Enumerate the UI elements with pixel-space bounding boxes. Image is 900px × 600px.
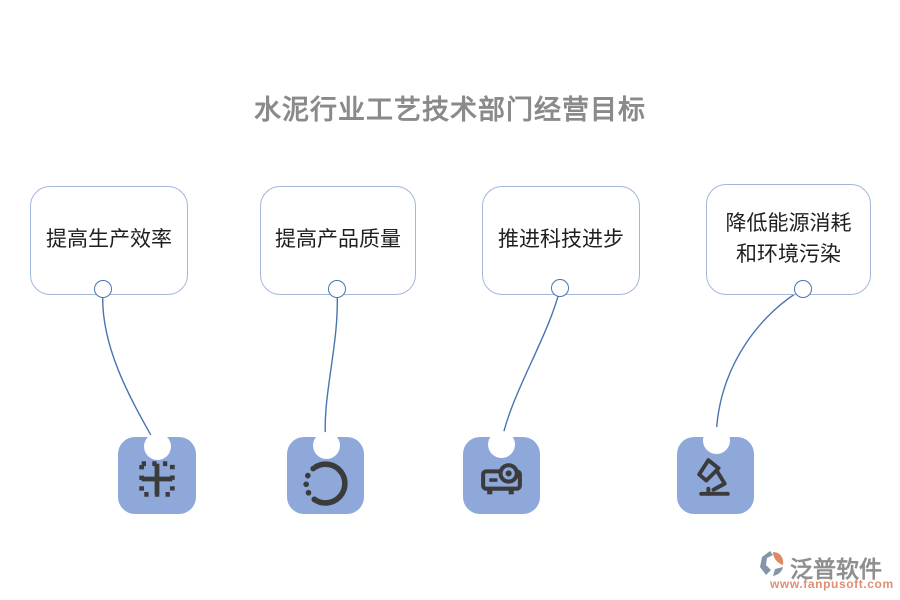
goal-box-improve-production-efficiency: 提高生产效率 — [30, 186, 188, 295]
connector-port-1 — [94, 280, 112, 298]
progress-circle-icon — [303, 461, 348, 506]
connector-anchor-dot — [702, 426, 730, 454]
connector-4 — [715, 288, 804, 442]
brand-name: 泛普软件 — [790, 556, 882, 582]
goal-box-advance-technology: 推进科技进步 — [482, 186, 640, 295]
goal-icon-tile-2 — [287, 431, 364, 514]
connector-anchor-dot — [312, 431, 340, 459]
desk-lamp-icon — [697, 458, 730, 496]
brand-url: www.fanpusoft.com — [770, 577, 894, 591]
goal-label: 推进科技进步 — [498, 228, 624, 252]
goal-box-improve-product-quality: 提高产品质量 — [260, 186, 416, 295]
connector-port-2 — [328, 280, 346, 298]
goal-icon-tile-1 — [118, 432, 196, 514]
goal-label-line2: 和环境污染 — [736, 242, 841, 266]
goal-icon-tile-3 — [463, 430, 540, 514]
projector-icon — [481, 463, 522, 495]
connector-port-3 — [551, 279, 569, 297]
connector-2 — [324, 288, 339, 446]
goal-label: 提高产品质量 — [275, 228, 401, 252]
goal-icon-tile-4 — [677, 426, 754, 514]
diagram-title: 水泥行业工艺技术部门经营目标 — [254, 95, 646, 125]
connector-3 — [500, 288, 561, 445]
goal-label: 提高生产效率 — [46, 228, 172, 252]
goal-label: 降低能源消耗 — [725, 212, 852, 236]
table-borders-icon — [139, 461, 175, 497]
fanpu-logo-icon — [760, 551, 784, 576]
fanpu-watermark: 泛普软件 www.fanpusoft.com — [745, 546, 895, 594]
connector-anchor-dot — [143, 432, 171, 460]
connector-anchor-dot — [487, 430, 515, 458]
connector-port-4 — [794, 280, 812, 298]
goal-box-reduce-energy-pollution: 降低能源消耗 和环境污染 — [706, 184, 871, 295]
connector-1 — [101, 288, 158, 447]
